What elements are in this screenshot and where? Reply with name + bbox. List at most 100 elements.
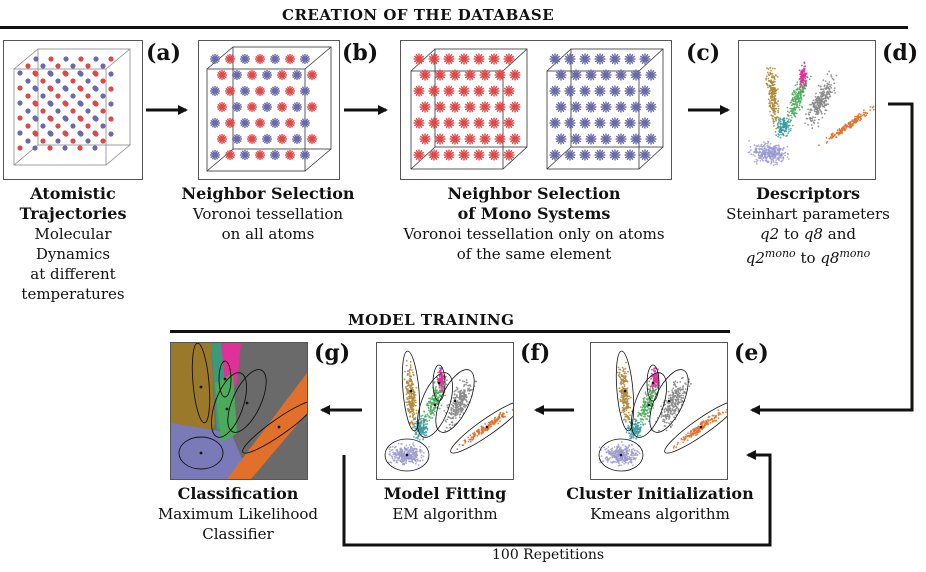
scatter-point xyxy=(455,409,458,412)
scatter-point xyxy=(682,389,684,391)
atom-dot xyxy=(62,85,68,91)
scatter-point xyxy=(702,420,704,423)
scatter-point xyxy=(711,420,714,422)
scatter-point xyxy=(753,151,756,154)
scatter-point xyxy=(747,151,750,154)
scatter-point xyxy=(413,452,416,455)
scatter-point xyxy=(622,402,624,405)
scatter-point xyxy=(755,161,758,163)
scatter-point xyxy=(411,382,414,385)
scatter-point xyxy=(455,386,458,389)
scatter-point xyxy=(417,434,420,437)
scatter-point xyxy=(662,418,665,421)
scatter-point xyxy=(615,449,618,452)
scatter-point xyxy=(457,405,460,408)
scatter-point xyxy=(436,389,438,392)
scatter-point xyxy=(820,92,823,95)
scatter-point xyxy=(800,93,803,95)
scatter-point xyxy=(483,429,486,431)
scatter-point xyxy=(769,66,772,69)
scatter-point xyxy=(644,391,647,394)
scatter-point xyxy=(699,428,701,431)
scatter-point xyxy=(813,110,816,113)
scatter-point xyxy=(401,456,403,459)
atom-dot xyxy=(17,100,23,106)
scatter-point xyxy=(620,394,623,397)
atom-dot xyxy=(17,70,23,76)
scatter-point xyxy=(773,102,776,104)
scatter-point xyxy=(763,148,766,150)
scatter-point xyxy=(672,447,675,449)
scatter-point xyxy=(458,398,461,401)
scatter-point xyxy=(438,380,441,383)
scatter-point xyxy=(809,75,812,78)
scatter-point xyxy=(819,85,822,88)
scatter-point xyxy=(859,113,862,116)
scatter-point xyxy=(632,464,634,467)
scatter-point xyxy=(637,426,639,428)
scatter-point xyxy=(423,420,426,422)
scatter-point xyxy=(771,115,774,118)
training-section-rule xyxy=(170,330,730,333)
scatter-point xyxy=(453,393,456,395)
scatter-point xyxy=(778,157,780,160)
scatter-point xyxy=(619,389,622,392)
scatter-point xyxy=(398,454,401,456)
scatter-point xyxy=(480,425,483,428)
scatter-point xyxy=(419,449,422,452)
scatter-point xyxy=(672,392,674,395)
voronoi-star xyxy=(428,117,440,129)
scatter-point xyxy=(457,401,460,404)
scatter-point xyxy=(459,395,462,398)
scatter-point xyxy=(493,421,496,424)
scatter-point xyxy=(627,411,630,414)
panel-a-label: (a) xyxy=(146,40,182,66)
voronoi-star xyxy=(285,150,295,160)
scatter-point xyxy=(815,112,818,114)
scatter-point xyxy=(409,408,411,411)
scatter-point xyxy=(674,385,677,388)
scatter-point xyxy=(673,416,676,419)
scatter-point xyxy=(635,427,638,430)
caption-f: Model Fitting EM algorithm xyxy=(360,484,530,524)
scatter-point xyxy=(390,461,393,464)
scatter-point xyxy=(445,383,448,386)
scatter-point xyxy=(473,432,476,435)
scatter-point xyxy=(824,96,827,98)
scatter-point xyxy=(826,84,828,87)
scatter-point xyxy=(780,131,783,133)
scatter-point xyxy=(816,99,819,102)
scatter-point xyxy=(800,75,803,78)
voronoi-star xyxy=(225,54,235,64)
voronoi-star xyxy=(473,53,485,65)
scatter-point xyxy=(410,420,413,423)
scatter-point xyxy=(805,113,807,116)
voronoi-star xyxy=(579,53,591,65)
scatter-point xyxy=(674,390,677,393)
voronoi-star xyxy=(210,54,220,64)
scatter-point xyxy=(408,443,411,446)
scatter-point xyxy=(826,103,828,106)
scatter-point xyxy=(425,426,428,428)
scatter-point xyxy=(640,409,643,412)
scatter-point xyxy=(639,413,642,415)
scatter-point xyxy=(776,103,779,106)
scatter-point xyxy=(660,416,663,418)
scatter-point xyxy=(863,114,865,116)
voronoi-star xyxy=(277,102,287,112)
scatter-point xyxy=(437,398,440,400)
scatter-point xyxy=(666,405,669,408)
scatter-point xyxy=(611,461,614,464)
voronoi-star xyxy=(225,118,235,128)
scatter-point xyxy=(668,404,671,407)
scatter-point xyxy=(766,144,769,147)
scatter-point xyxy=(423,415,426,418)
scatter-point xyxy=(682,392,684,394)
scatter-point xyxy=(649,393,651,396)
scatter-point xyxy=(711,414,714,417)
scatter-point xyxy=(414,399,417,402)
scatter-point xyxy=(412,411,415,413)
scatter-point xyxy=(437,371,439,374)
scatter-point xyxy=(807,108,809,111)
scatter-point xyxy=(435,391,437,394)
